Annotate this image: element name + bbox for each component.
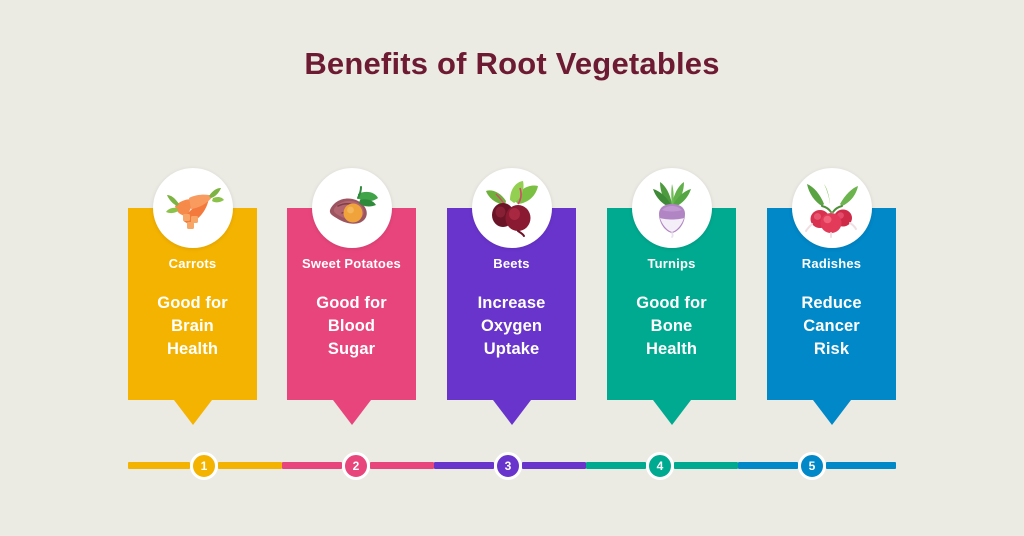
card-benefit-line: Bone [650,317,693,335]
card-benefit: Reduce Cancer Risk [767,292,896,361]
card-benefit-line: Oxygen [480,317,543,335]
timeline-segment [370,462,434,469]
card-radishes[interactable]: Radishes Reduce Cancer Risk [767,168,896,425]
timeline: 1 2 3 4 5 [0,452,1024,480]
card-benefit-line: Sugar [327,340,376,358]
card-benefit-line: Risk [813,340,850,358]
card-label: Turnips [647,256,696,271]
card-benefit: Good for Bone Health [607,292,736,361]
timeline-segment [522,462,586,469]
card-benefit-line: Reduce [801,294,862,312]
card-benefit-line: Blood [327,317,376,335]
timeline-node-1[interactable]: 1 [190,452,218,480]
sweet-potato-icon [311,168,392,248]
timeline-segment [434,462,494,469]
card-pointer [492,400,531,425]
card-sweet-potatoes[interactable]: Sweet Potatoes Good for Blood Sugar [287,168,416,425]
card-benefit: Good for Brain Health [128,292,257,361]
timeline-segment [282,462,342,469]
card-benefit-line: Health [166,340,219,358]
card-turnips[interactable]: Turnips Good for Bone Health [607,168,736,425]
card-body: Sweet Potatoes Good for Blood Sugar [287,208,416,400]
card-benefit-line: Brain [171,317,214,335]
carrot-icon [152,168,233,248]
card-benefit-line: Uptake [483,340,540,358]
card-label: Beets [493,256,530,271]
card-pointer [332,400,371,425]
card-label: Sweet Potatoes [302,256,401,271]
cards-row: Carrots Good for Brain Health [128,168,896,430]
card-benefit-line: Good for [316,294,387,312]
timeline-node-4[interactable]: 4 [646,452,674,480]
card-beets[interactable]: Beets Increase Oxygen Uptake [447,168,576,425]
timeline-segment [128,462,190,469]
timeline-node-2[interactable]: 2 [342,452,370,480]
card-benefit-line: Good for [636,294,707,312]
timeline-segment [738,462,798,469]
page-title: Benefits of Root Vegetables [304,46,720,81]
card-benefit-line: Health [645,340,698,358]
card-benefit-line: Good for [157,294,228,312]
timeline-segment [218,462,282,469]
card-benefit: Good for Blood Sugar [287,292,416,361]
turnip-icon [631,168,712,248]
timeline-segment [586,462,646,469]
radish-icon [791,168,872,248]
card-label: Radishes [801,256,862,271]
card-benefit-line: Cancer [803,317,860,335]
timeline-segment [674,462,738,469]
card-benefit: Increase Oxygen Uptake [447,292,576,361]
card-label: Carrots [168,256,217,271]
card-benefit-line: Increase [477,294,546,312]
card-pointer [652,400,691,425]
timeline-segment [826,462,896,469]
timeline-node-5[interactable]: 5 [798,452,826,480]
beet-icon [471,168,552,248]
card-carrots[interactable]: Carrots Good for Brain Health [128,168,257,425]
card-pointer [173,400,212,425]
timeline-node-3[interactable]: 3 [494,452,522,480]
card-pointer [812,400,851,425]
